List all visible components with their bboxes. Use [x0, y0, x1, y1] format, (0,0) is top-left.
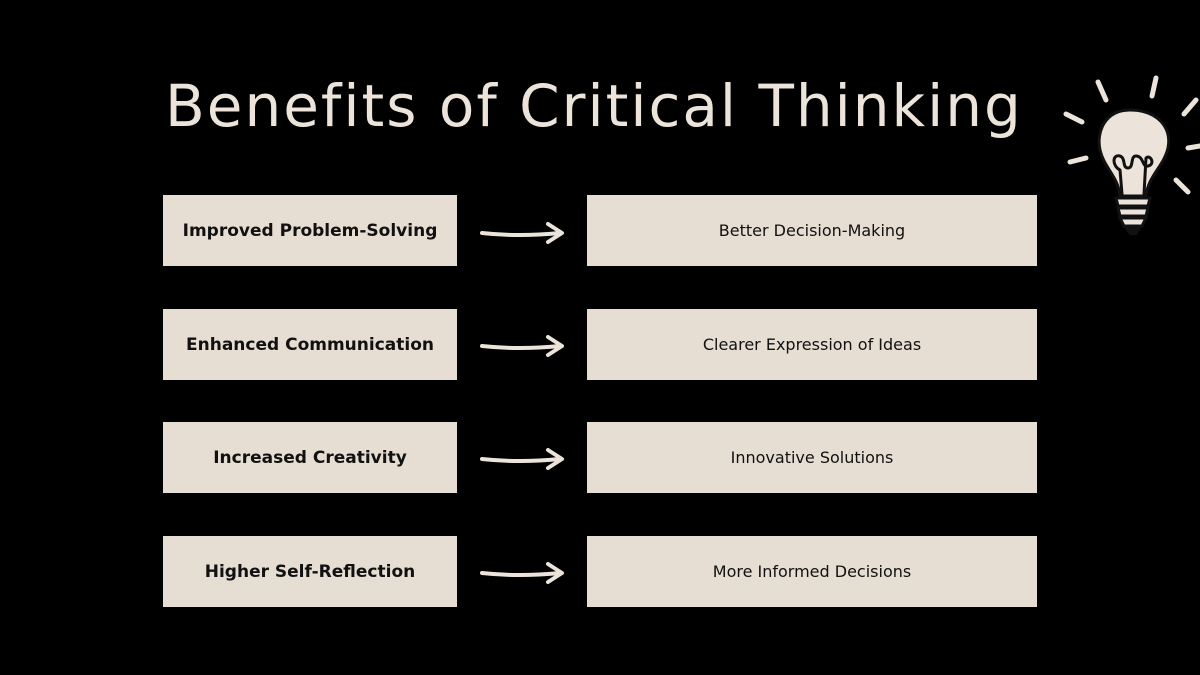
slide-title: Benefits of Critical Thinking [165, 72, 1023, 140]
outcome-box: Innovative Solutions [587, 422, 1037, 493]
outcome-label: Better Decision-Making [718, 221, 906, 240]
benefit-box: Improved Problem-Solving [163, 195, 457, 266]
lightbulb-icon [1063, 75, 1200, 235]
benefit-box: Increased Creativity [163, 422, 457, 493]
benefit-label: Improved Problem-Solving [182, 220, 438, 241]
benefit-label: Increased Creativity [213, 447, 407, 468]
arrow-right-icon [480, 335, 564, 357]
outcome-box: Clearer Expression of Ideas [587, 309, 1037, 380]
arrow-right-icon [480, 222, 564, 244]
benefit-label: Enhanced Communication [186, 334, 434, 355]
outcome-box: Better Decision-Making [587, 195, 1037, 266]
benefit-box: Higher Self-Reflection [163, 536, 457, 607]
arrow-right-icon [480, 448, 564, 470]
arrow-right-icon [480, 562, 564, 584]
outcome-label: More Informed Decisions [712, 562, 912, 581]
benefit-box: Enhanced Communication [163, 309, 457, 380]
outcome-label: Clearer Expression of Ideas [702, 335, 922, 354]
outcome-label: Innovative Solutions [730, 448, 894, 467]
benefit-label: Higher Self-Reflection [204, 561, 416, 582]
outcome-box: More Informed Decisions [587, 536, 1037, 607]
